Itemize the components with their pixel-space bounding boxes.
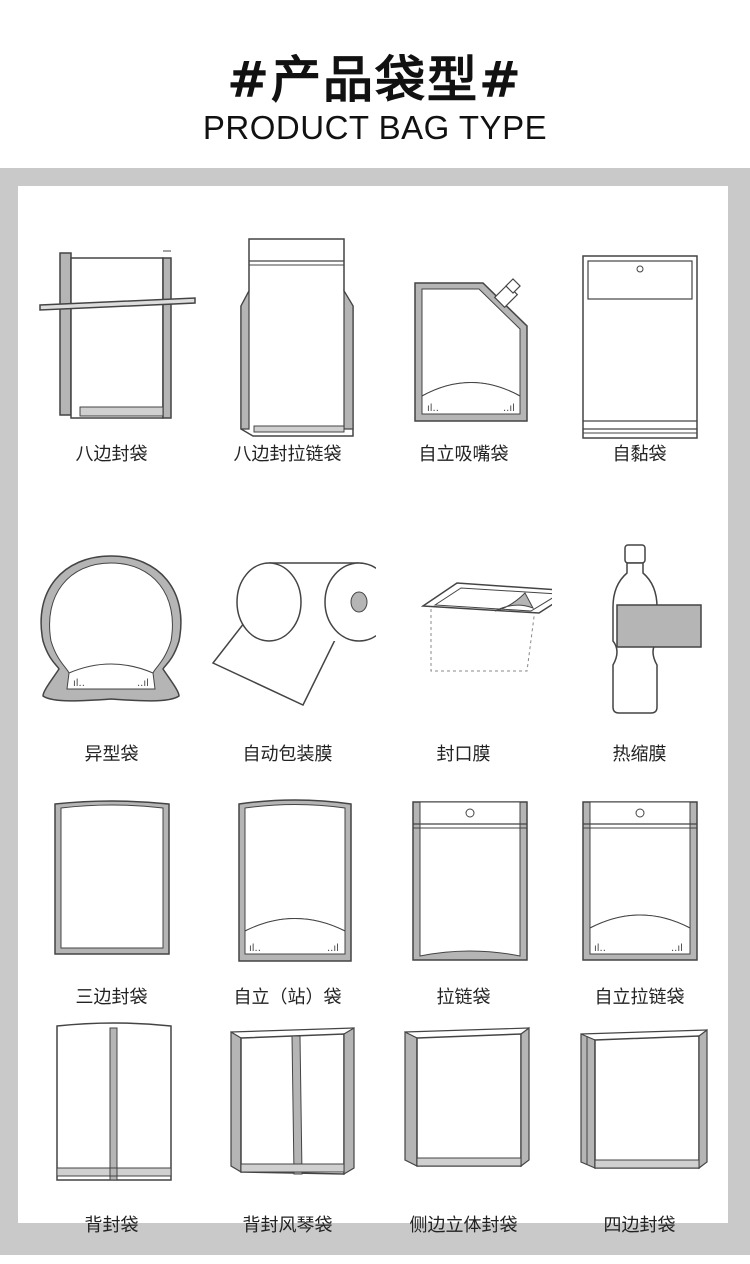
back-seal-gusset-bag-icon xyxy=(230,1026,355,1176)
product-item: 背封袋 xyxy=(23,1014,200,1264)
product-label: 自黏袋 xyxy=(612,444,667,465)
back-seal-bag-icon xyxy=(56,1022,172,1181)
svg-text:ıl..: ıl.. xyxy=(594,943,606,954)
product-item: ıl.. ..ıl 自立拉链袋 xyxy=(551,776,728,1026)
stand-up-pouch-icon: ıl.. ..ıl xyxy=(238,799,352,962)
product-label: 自立吸嘴袋 xyxy=(418,444,509,465)
product-label: 自立（站）袋 xyxy=(233,987,342,1008)
product-label: 封口膜 xyxy=(436,744,491,765)
product-label: 背封袋 xyxy=(84,1215,139,1236)
product-item: 八边封拉链袋 xyxy=(199,231,376,481)
page-header: #产品袋型# PRODUCT BAG TYPE xyxy=(0,0,750,170)
svg-text:ıl..: ıl.. xyxy=(427,403,439,414)
product-item: 四边封袋 xyxy=(551,1014,728,1264)
product-item: 热缩膜 xyxy=(551,531,728,781)
product-label: 三边封袋 xyxy=(75,987,148,1008)
svg-text:ıl..: ıl.. xyxy=(73,678,85,689)
product-item: 三边封袋 xyxy=(23,776,200,1026)
svg-text:..ıl: ..ıl xyxy=(671,943,683,954)
product-label: 热缩膜 xyxy=(612,744,667,765)
product-item: 背封风琴袋 xyxy=(199,1014,376,1264)
product-item: 八边封袋 xyxy=(23,231,200,481)
svg-text:..ıl: ..ıl xyxy=(503,403,515,414)
eight-side-seal-bag-icon xyxy=(39,250,196,419)
product-item: 自黏袋 xyxy=(551,231,728,481)
product-label: 八边封拉链袋 xyxy=(233,444,342,465)
product-item: 拉链袋 xyxy=(375,776,552,1026)
product-item: ıl.. ..ıl 自立吸嘴袋 xyxy=(375,231,552,481)
eight-side-zipper-bag-icon xyxy=(240,238,354,437)
page-subtitle: PRODUCT BAG TYPE xyxy=(202,109,548,146)
zipper-bag-icon xyxy=(412,801,528,961)
product-label: 四边封袋 xyxy=(603,1215,676,1236)
product-label: 背封风琴袋 xyxy=(242,1215,333,1236)
shaped-bag-icon: ıl.. ..ıl xyxy=(40,555,182,702)
product-label: 拉链袋 xyxy=(436,987,491,1008)
product-item: 封口膜 xyxy=(375,531,552,781)
three-side-seal-bag-icon xyxy=(54,800,170,955)
side-gusset-bag-icon xyxy=(404,1026,530,1168)
product-label: 自立拉链袋 xyxy=(594,987,685,1008)
page-title: #产品袋型# xyxy=(227,51,523,109)
product-label: 八边封袋 xyxy=(75,444,148,465)
product-item: ıl.. ..ıl 自立（站）袋 xyxy=(199,776,376,1026)
stand-up-zipper-pouch-icon: ıl.. ..ıl xyxy=(582,801,698,961)
product-label: 侧边立体封袋 xyxy=(409,1215,518,1236)
sealing-film-icon xyxy=(420,582,552,672)
svg-text:ıl..: ıl.. xyxy=(249,943,261,954)
four-side-seal-bag-icon xyxy=(580,1028,708,1170)
svg-text:..ıl: ..ıl xyxy=(327,943,339,954)
product-item: 自动包装膜 xyxy=(199,531,376,781)
product-label: 自动包装膜 xyxy=(242,744,333,765)
product-item: 侧边立体封袋 xyxy=(375,1014,552,1264)
self-adhesive-bag-icon xyxy=(582,255,698,439)
svg-text:..ıl: ..ıl xyxy=(137,678,149,689)
shrink-film-bottle-icon xyxy=(612,544,702,714)
spout-pouch-icon: ıl.. ..ıl xyxy=(414,278,528,422)
product-label: 异型袋 xyxy=(84,744,139,765)
product-grid: 八边封袋 八边封拉链袋 ıl.. ..ıl 自 xyxy=(18,186,728,1236)
product-frame: 八边封袋 八边封拉链袋 ıl.. ..ıl 自 xyxy=(0,168,750,1255)
packaging-film-roll-icon xyxy=(211,562,376,706)
product-item: ıl.. ..ıl 异型袋 xyxy=(23,531,200,781)
